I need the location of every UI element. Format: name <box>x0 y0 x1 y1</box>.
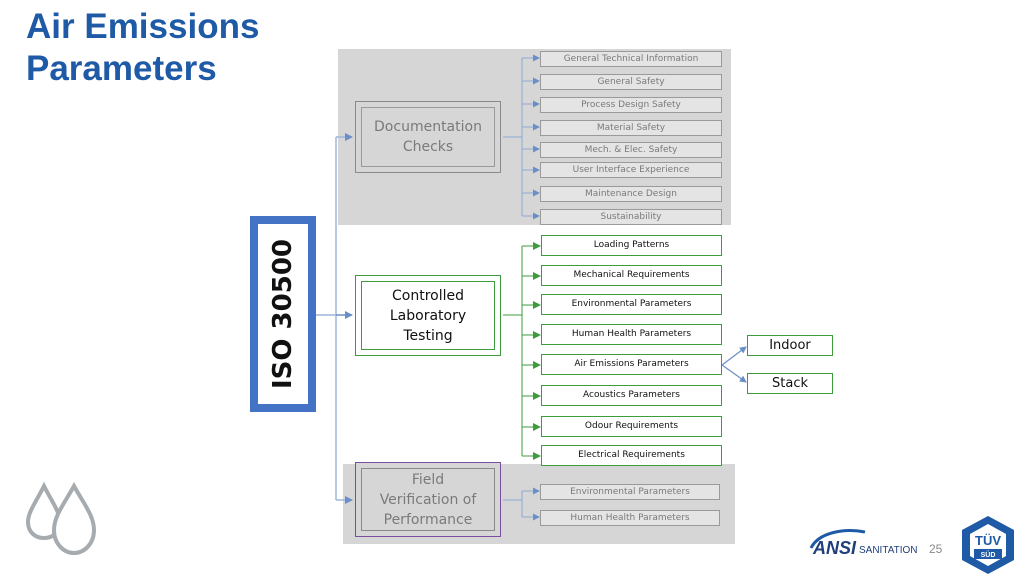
doc-item: General Technical Information <box>540 51 722 67</box>
doc-item: Maintenance Design <box>540 186 722 202</box>
doc-item: Material Safety <box>540 120 722 136</box>
water-drops-icon <box>25 481 97 556</box>
doc-line-1: Documentation <box>374 119 482 135</box>
lab-item-air-emissions: Air Emissions Parameters <box>541 354 722 375</box>
doc-item: Mech. & Elec. Safety <box>540 142 722 158</box>
iso-30500-box: ISO 30500 <box>250 216 316 412</box>
doc-line-2: Checks <box>402 139 454 155</box>
lab-item: Environmental Parameters <box>541 294 722 315</box>
lab-item: Mechanical Requirements <box>541 265 722 286</box>
ansi-text: ANSI <box>812 538 857 558</box>
ansi-sanitation-logo: ANSI SANITATION <box>809 529 918 558</box>
page-title: Air Emissions Parameters <box>26 6 259 90</box>
lab-line-2: Laboratory <box>389 307 467 324</box>
title-line-2: Parameters <box>26 49 217 88</box>
field-line-2: Verification of <box>379 491 477 508</box>
lab-line-1: Controlled <box>391 287 464 304</box>
lab-item: Electrical Requirements <box>541 445 722 466</box>
lab-item: Acoustics Parameters <box>541 385 722 406</box>
field-item: Environmental Parameters <box>540 484 720 500</box>
stack-box: Stack <box>747 373 833 394</box>
sud-text: SÜD <box>981 550 996 559</box>
lab-line-3: Testing <box>403 327 453 344</box>
field-line-3: Performance <box>383 511 473 528</box>
sanitation-text: SANITATION <box>859 545 918 556</box>
lab-item: Loading Patterns <box>541 235 722 256</box>
page-number: 25 <box>929 542 943 556</box>
doc-item: Process Design Safety <box>540 97 722 113</box>
doc-item: General Safety <box>540 74 722 90</box>
field-line-1: Field <box>411 471 445 488</box>
lab-item: Human Health Parameters <box>541 324 722 345</box>
field-item: Human Health Parameters <box>540 510 720 526</box>
tuv-sud-logo: TÜV SÜD <box>962 516 1014 574</box>
indoor-box: Indoor <box>747 335 833 356</box>
title-line-1: Air Emissions <box>26 7 260 46</box>
lab-item: Odour Requirements <box>541 416 722 437</box>
doc-item: User Interface Experience <box>540 162 722 178</box>
tuv-text: TÜV <box>975 533 1001 548</box>
doc-item: Sustainability <box>540 209 722 225</box>
iso-label: ISO 30500 <box>268 238 298 390</box>
